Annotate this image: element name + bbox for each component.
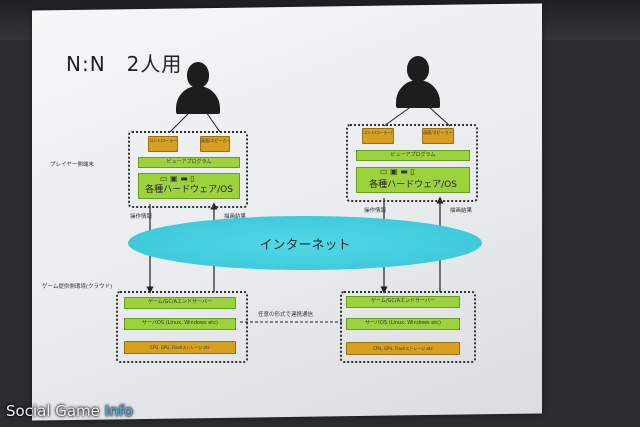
player-1-hardware-bar: 各種ハードウェア/OS	[138, 173, 240, 199]
server-2-cluster	[340, 291, 476, 363]
player-side-label: プレイヤー側端末	[50, 162, 94, 168]
server-1-hardware-bar: CPU, GPU, Flashストレージ etc	[124, 341, 236, 354]
player-2-line-right	[427, 105, 451, 127]
internet-label: インターネット	[259, 238, 351, 253]
player-2-controller-box: コントローラー/キーボード	[362, 128, 394, 144]
server-2-os-bar: サーバOS (Linux, Windows etc)	[346, 318, 460, 330]
player-1-line-right	[205, 111, 221, 133]
left-render-label: 描画結果	[224, 214, 247, 220]
player-2-hardware-bar: 各種ハードウェア/OS	[356, 167, 470, 193]
watermark-part-1: Social Game	[6, 402, 100, 420]
player-1-line-left	[169, 111, 191, 133]
site-watermark: Social Game Info	[6, 402, 133, 420]
player-2-viewer-bar: ビューアプログラム	[356, 150, 470, 161]
server-1-cluster	[116, 291, 248, 363]
player-1-viewer-bar: ビューアプログラム	[138, 157, 240, 168]
server-1-engine-bar: ゲーム/GC/Aエンドサーバー	[124, 297, 236, 309]
left-op-label: 操作情報	[130, 214, 153, 220]
player-1-user-icon	[176, 62, 220, 114]
player-1-devices-icon: ▭ ▣ ▬ ▯	[160, 174, 195, 183]
player-1-terminal-cluster	[128, 131, 248, 208]
player-2-line-left	[383, 105, 413, 127]
server-1-os-bar: サーバOS (Linux, Windows etc)	[124, 318, 236, 330]
player-2-user-icon	[396, 56, 440, 108]
player-1-controller-box: コントローラー/キーボード	[148, 136, 178, 152]
player-2-devices-icon: ▭ ▣ ▬ ▯	[380, 167, 415, 176]
player-1-display-box: 画面/スピーカー	[200, 136, 230, 152]
right-render-label: 描画結果	[450, 208, 473, 214]
right-op-label: 操作情報	[364, 208, 387, 214]
player-2-terminal-cluster	[346, 124, 478, 202]
slide-title: N:N 2人用	[66, 52, 183, 76]
watermark-part-2: Info	[104, 402, 134, 420]
server-2-engine-bar: ゲーム/GC/Aエンドサーバー	[346, 296, 460, 308]
player-2-display-box: 画面/スピーカー	[422, 128, 454, 144]
internet-cloud	[128, 216, 482, 270]
server-2-hardware-bar: CPU, GPU, Flashストレージ etc	[346, 342, 460, 355]
service-side-label: ゲーム提供側環境(クラウド)	[42, 284, 113, 290]
server-link-label: 任意の形式で連携通信	[258, 312, 314, 318]
